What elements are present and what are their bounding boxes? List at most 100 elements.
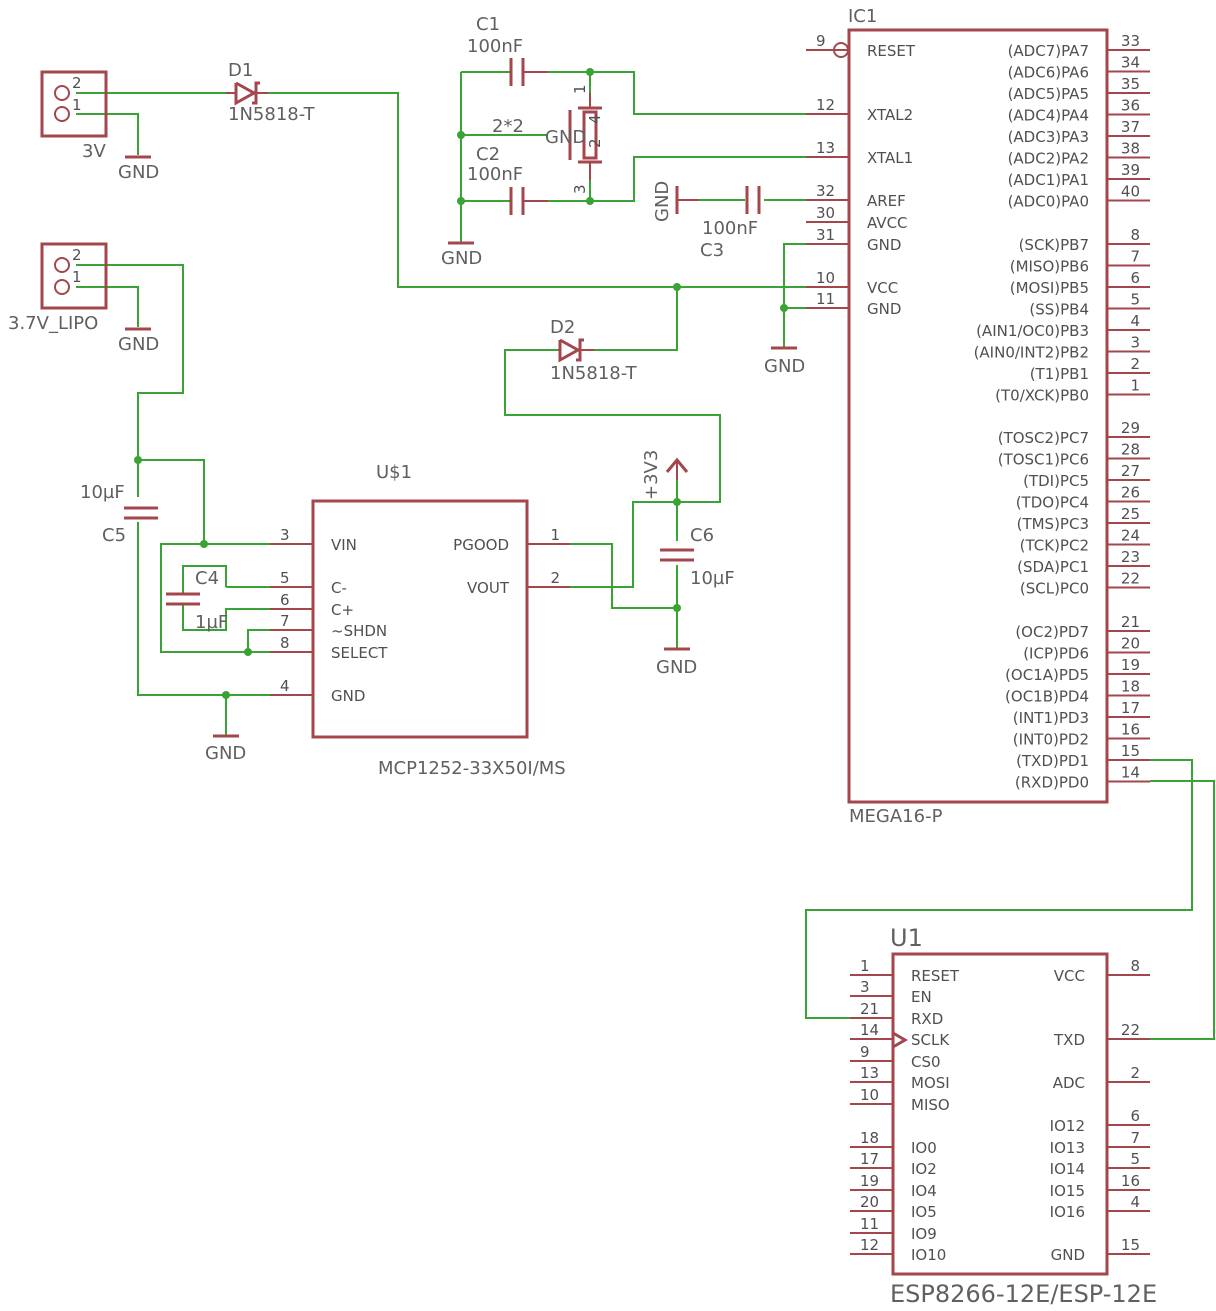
pin-number: 34 [1121, 54, 1140, 72]
u1-left-1: 3EN [850, 978, 932, 1006]
ic1-right-20: 25(TMS)PC3 [1017, 505, 1150, 533]
crystal-pin1: 1 [571, 84, 589, 94]
pin-number: 17 [1121, 699, 1140, 717]
pin-number: 10 [860, 1086, 879, 1104]
pin-number: 30 [816, 204, 835, 222]
ic1-right-25: 20(ICP)PD6 [1023, 635, 1150, 663]
ic1-right-15: 1(T0/XCK)PB0 [995, 377, 1150, 405]
ground-symbols: GND GND GND GND [205, 241, 805, 764]
pin-number: 7 [1130, 1129, 1140, 1147]
ic1-right-26: 19(OC1A)PD5 [1005, 656, 1150, 684]
pin-label: (T1)PB1 [1030, 365, 1089, 383]
pin-label: IO5 [911, 1203, 937, 1221]
pin-label: (ADC2)PA2 [1008, 150, 1089, 168]
gnd-label-crystal: GND [441, 248, 482, 269]
pin-number: 1 [1130, 377, 1140, 395]
pin-number: 2 [1130, 355, 1140, 373]
pin-number: 32 [816, 182, 835, 200]
pin-number: 25 [1121, 505, 1140, 523]
pin-number: 11 [860, 1215, 879, 1233]
ic1-right-5: 38 (ADC2)PA2 [1008, 140, 1150, 168]
pin-label: IO12 [1050, 1117, 1085, 1135]
pin-label: IO16 [1050, 1203, 1085, 1221]
ic1-right-21: 24(TCK)PC2 [1020, 527, 1150, 555]
pin-label: ~SHDN [331, 622, 387, 640]
pin-label: IO14 [1050, 1160, 1085, 1178]
ic1-right-0: 33 (ADC7)PA7 [1008, 32, 1150, 60]
ic1-right-12: 4(AIN1/OC0)PB3 [976, 312, 1150, 340]
pin-label: (INT1)PD3 [1013, 709, 1089, 727]
pin-number: 8 [1130, 226, 1140, 244]
pin-number: 21 [1121, 613, 1140, 631]
pin-label: IO9 [911, 1225, 937, 1243]
ic1-right-17: 28(TOSC1)PC6 [998, 441, 1150, 469]
esp-value: ESP8266-12E/ESP-12E [890, 1280, 1157, 1308]
pin-label: (OC2)PD7 [1015, 623, 1089, 641]
pin-label: RESET [911, 967, 960, 985]
pin-number: 9 [860, 1043, 870, 1061]
pin-label: XTAL1 [867, 149, 913, 167]
pin-label: IO15 [1050, 1182, 1085, 1200]
pin-number: 8 [1130, 957, 1140, 975]
gnd-label-reg: GND [205, 743, 246, 764]
ic1-right-6: 39(ADC1)PA1 [1008, 161, 1150, 189]
pin-number: 33 [1121, 32, 1140, 50]
pin-number: 6 [280, 591, 290, 609]
pin-label: VOUT [467, 579, 510, 597]
c1-name: C1 [476, 14, 500, 35]
pin-label: (ADC7)PA7 [1008, 42, 1089, 60]
pin-number: 2 [550, 569, 560, 587]
connector-lipo-pin2: 2 [72, 246, 82, 264]
c5-value: 10µF [80, 482, 125, 503]
d1-value: 1N5818-T [228, 104, 316, 125]
pin-number: 4 [1130, 1193, 1140, 1211]
pin-number: 6 [1130, 1107, 1140, 1125]
pin-number: 12 [860, 1236, 879, 1254]
pin-label: (ADC4)PA4 [1008, 107, 1089, 125]
pin-number: 40 [1121, 183, 1140, 201]
junctions [134, 68, 788, 699]
crystal-pin2: 2 [586, 138, 604, 148]
c5-name: C5 [102, 525, 126, 546]
ic1-right-8: 8 (SCK)PB7 [1019, 226, 1150, 254]
pin-number: 38 [1121, 140, 1140, 158]
pin-label: (SCK)PB7 [1019, 236, 1089, 254]
pin-number: 37 [1121, 118, 1140, 136]
pin-number: 16 [1121, 1172, 1140, 1190]
pin-number: 21 [860, 1000, 879, 1018]
ic1-right-13: 3(AIN0/INT2)PB2 [974, 334, 1150, 362]
mcu-name: IC1 [848, 6, 877, 27]
capacitor-c5: 10µF C5 [80, 482, 158, 546]
pin-number: 1 [550, 526, 560, 544]
pin-number: 28 [1121, 441, 1140, 459]
pin-number: 39 [1121, 161, 1140, 179]
ic1-right-4: 37(ADC3)PA3 [1008, 118, 1150, 146]
pin-number: 7 [1130, 248, 1140, 266]
supply-3v3: +3V3 [641, 450, 689, 500]
pin-label: IO10 [911, 1246, 946, 1264]
pin-label: (RXD)PD0 [1015, 774, 1089, 792]
ic1-right-7: 40(ADC0)PA0 [1008, 183, 1150, 211]
pin-number: 10 [816, 269, 835, 287]
ic1-right-14: 2 (T1)PB1 [1030, 355, 1150, 383]
pin-label: AVCC [867, 214, 908, 232]
pin-label: (TXD)PD1 [1016, 752, 1089, 770]
pin-number: 36 [1121, 97, 1140, 115]
pin-label: (TCK)PC2 [1020, 537, 1089, 555]
